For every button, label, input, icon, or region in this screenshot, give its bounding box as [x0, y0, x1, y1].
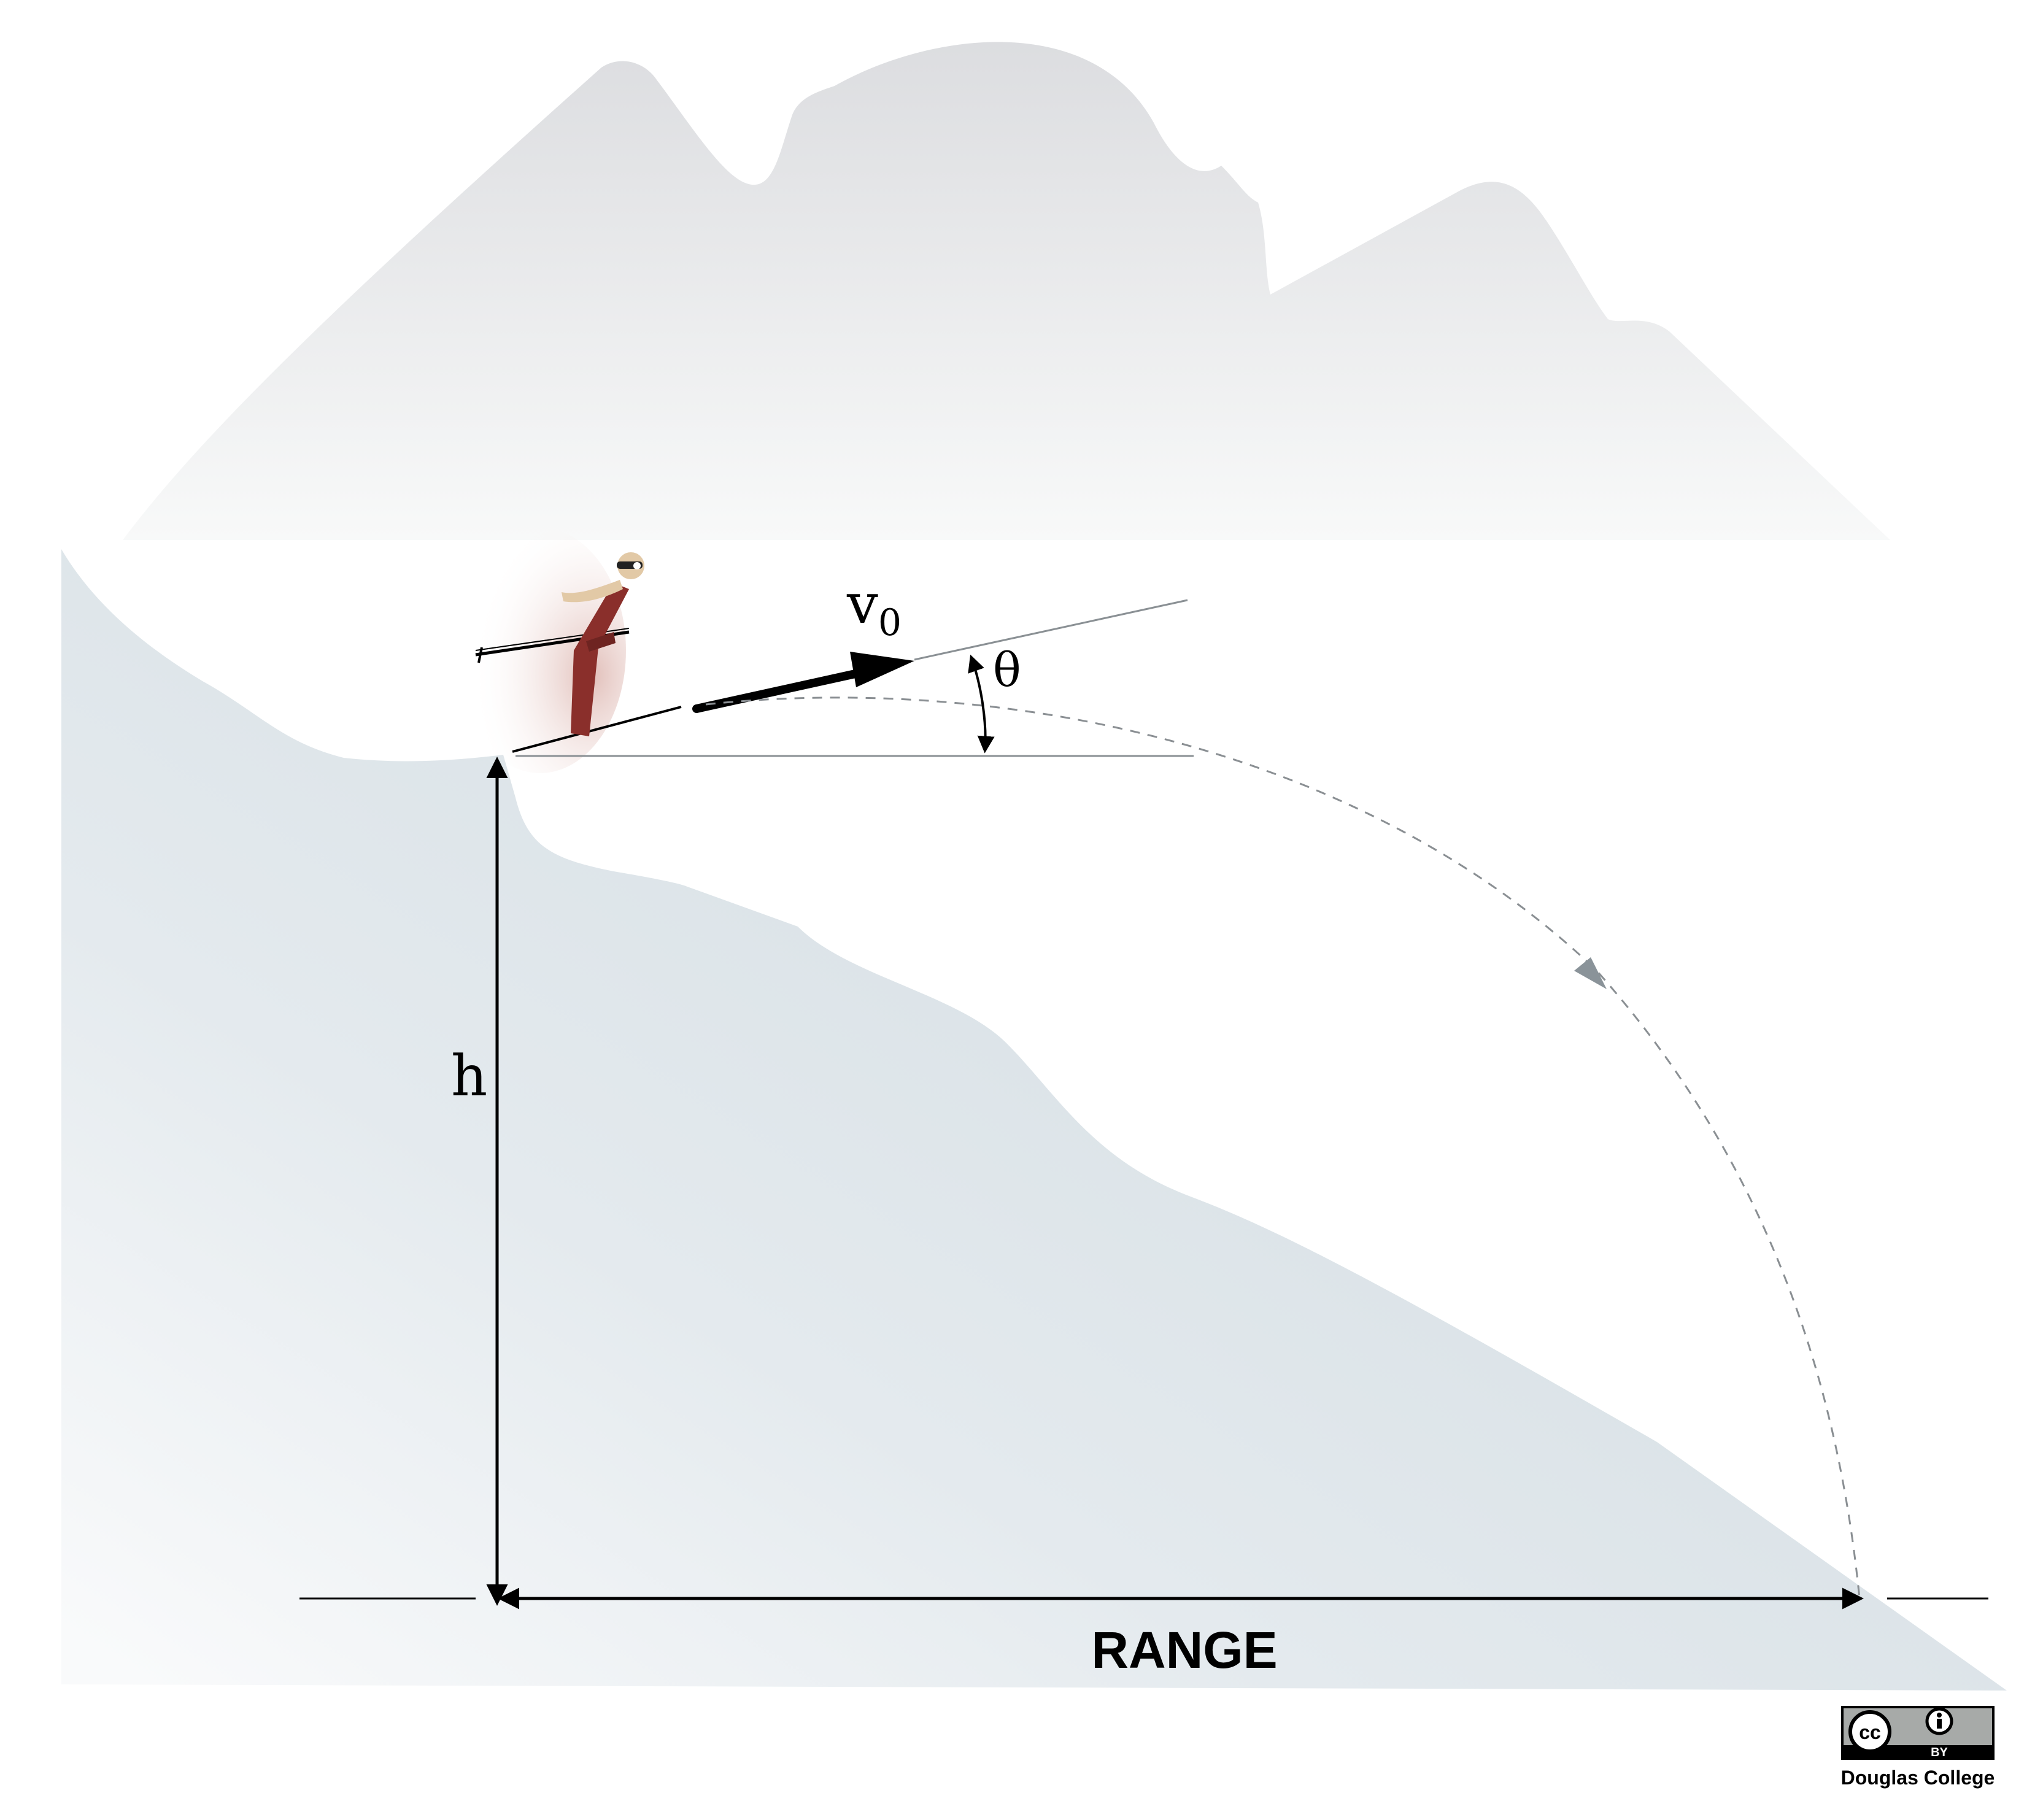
angle-arc [968, 654, 995, 754]
by-badge-text: BY [1931, 1746, 1948, 1759]
launch-direction-line [914, 599, 1188, 661]
skier [475, 552, 644, 736]
ski-ramp-line [512, 706, 682, 753]
velocity-subscript: 0 [878, 601, 902, 644]
cc-badge-text: cc [1859, 1721, 1881, 1743]
range-label: RANGE [1091, 1621, 1277, 1679]
license-badge: cc BY [1841, 1706, 1995, 1760]
cc-icon [1848, 1710, 1891, 1753]
attribution-text: Douglas College [1841, 1767, 1995, 1789]
trajectory-path [705, 696, 1861, 1599]
angle-label: θ [993, 642, 1021, 697]
background-mountains [123, 42, 1890, 541]
skier-scarf [562, 580, 623, 603]
height-label: h [451, 1043, 487, 1109]
trajectory-arrowhead [1574, 957, 1607, 989]
velocity-label: v0 [846, 572, 902, 644]
foreground-slope [61, 549, 2007, 1691]
skier-body [571, 583, 629, 736]
velocity-arrowhead [850, 652, 914, 687]
